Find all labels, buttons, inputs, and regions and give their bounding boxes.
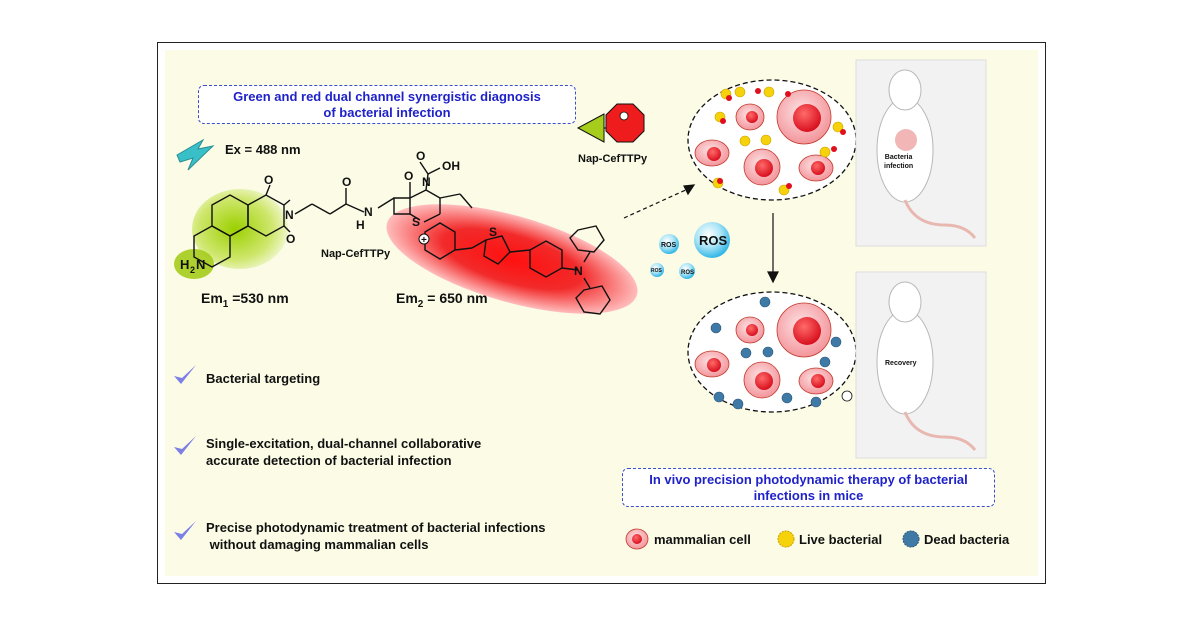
atom-label: N	[285, 208, 294, 222]
ros-label-small: ROS	[681, 270, 694, 276]
atom-label: N	[574, 264, 583, 278]
probe-icon-label: Nap-CefTTPy	[578, 153, 648, 165]
dead-bacteria-icon	[902, 530, 920, 548]
recovery-label: Recovery	[885, 360, 917, 367]
em1-subscript: 1	[222, 298, 229, 310]
em2-main: Em	[396, 290, 418, 306]
em1-value: =530 nm	[228, 290, 289, 306]
check-icon	[174, 436, 196, 455]
legend-label-live-bacterial: Live bacterial	[799, 532, 883, 547]
em2-subscript: 2	[417, 298, 424, 310]
legend-label-mammalian-cell: mammalian cell	[654, 532, 751, 547]
therapy-line2: infections in mice	[753, 488, 864, 503]
atom-label: 2	[190, 265, 195, 275]
atom-label: O	[404, 169, 413, 183]
amine-highlight	[174, 249, 214, 279]
mouse-silhouette	[876, 69, 977, 451]
mammalian-cell-icon	[625, 528, 649, 550]
therapy-box: In vivo precision photodynamic therapy o…	[622, 468, 995, 507]
therapy-line1: In vivo precision photodynamic therapy o…	[649, 472, 968, 487]
ros-label-small: ROS	[651, 268, 663, 274]
ros-bubble-small	[679, 263, 695, 279]
atom-label: H	[356, 218, 365, 232]
molecule-name: Nap-CefTTPy	[321, 248, 391, 260]
check-icon	[174, 521, 196, 540]
em2-value: = 650 nm	[423, 290, 488, 306]
atom-label: H	[180, 257, 189, 272]
diagnosis-line2: of bacterial infection	[323, 105, 451, 120]
atom-label: O	[264, 173, 273, 187]
atom-label: N	[364, 205, 373, 219]
atom-label: O	[416, 149, 425, 163]
ros-bubble-medium	[659, 234, 679, 254]
atom-label: OH	[442, 159, 460, 173]
em1-main: Em	[201, 290, 223, 306]
atom-label: S	[489, 225, 497, 239]
feature-item: Precise photodynamic treatment of bacter…	[206, 519, 546, 553]
ros-bubble-large	[694, 222, 730, 258]
em1-label: Em1 =530 nm	[201, 290, 289, 310]
feature-line: Precise photodynamic treatment of bacter…	[206, 520, 546, 535]
red-emission-glow	[386, 204, 638, 314]
ros-label-medium: ROS	[661, 242, 677, 249]
bacteria-infection-label: Bacteria infection	[884, 153, 913, 171]
legend-label-dead-bacteria: Dead bacteria	[924, 532, 1010, 547]
ros-bubble-small	[650, 263, 664, 277]
probe-icon	[576, 103, 645, 143]
em2-label: Em2 = 650 nm	[396, 290, 488, 310]
infection-region	[687, 79, 857, 201]
atom-label: O	[286, 232, 295, 246]
live-bacteria-icon	[777, 530, 795, 548]
molecule-charge: +	[421, 235, 427, 246]
atom-label: O	[342, 175, 351, 189]
feature-line: accurate detection of bacterial infectio…	[206, 453, 452, 468]
feature-line: Single-excitation, dual-channel collabor…	[206, 436, 482, 451]
ros-label-large: ROS	[699, 233, 728, 248]
feature-line: without damaging mammalian cells	[206, 537, 429, 552]
recovery-region	[687, 291, 857, 413]
infection-spot	[895, 129, 917, 151]
diagnosis-box: Green and red dual channel synergistic d…	[198, 85, 576, 124]
feature-item: Bacterial targeting	[206, 371, 321, 386]
diagnosis-line1: Green and red dual channel synergistic d…	[233, 89, 541, 104]
check-icon	[174, 365, 196, 384]
atom-label: N	[196, 257, 205, 272]
green-emission-glow	[192, 189, 288, 269]
atom-label: S	[412, 215, 420, 229]
excitation-label: Ex = 488 nm	[225, 142, 301, 157]
bacteria-infection-line2: infection	[884, 163, 914, 170]
positive-charge-icon	[418, 233, 430, 245]
atom-label: N	[422, 175, 431, 189]
molecule-structure	[193, 161, 611, 315]
feature-item: Single-excitation, dual-channel collabor…	[206, 435, 481, 469]
lightning-icon	[176, 138, 215, 171]
bacteria-infection-line1: Bacteria	[884, 154, 913, 161]
